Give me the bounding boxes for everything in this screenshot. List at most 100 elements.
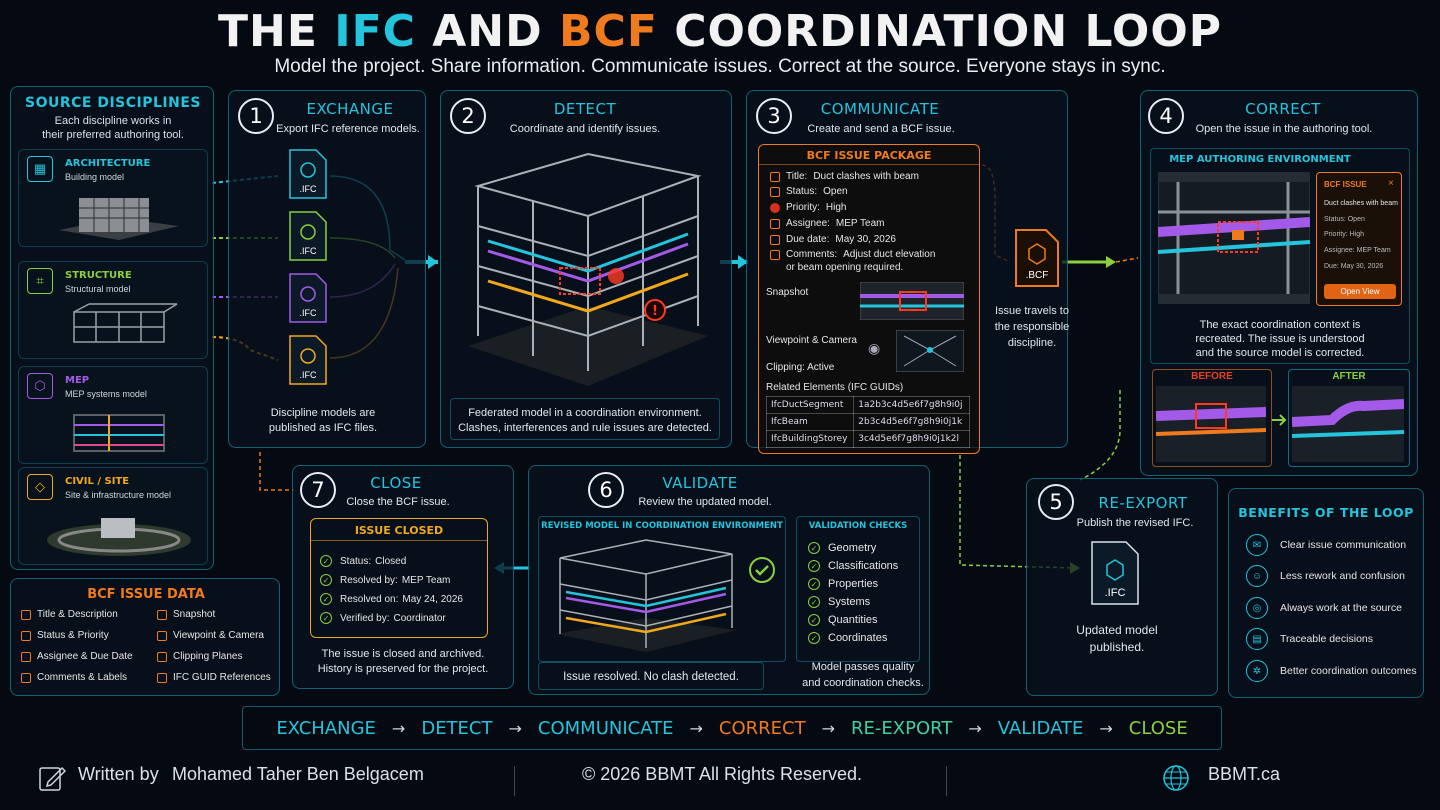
closed-row: ✓Resolved on:May 24, 2026 xyxy=(320,593,463,605)
globe-icon xyxy=(1163,765,1189,791)
validation-check: ✓Geometry xyxy=(808,542,876,554)
discipline-architecture[interactable]: ▦ ARCHITECTURE Building model xyxy=(18,149,208,247)
ifc-file-revised[interactable]: .IFC xyxy=(1090,540,1140,606)
website-link[interactable]: BBMT.ca xyxy=(1208,764,1281,784)
clipping-icon xyxy=(157,651,167,662)
discipline-name: STRUCTURE xyxy=(65,270,132,281)
step-number: 1 xyxy=(238,98,274,134)
issue-row: Assignee: MEP Team xyxy=(1324,247,1391,254)
file-icon xyxy=(289,211,327,261)
arrow-right-icon xyxy=(1272,414,1287,426)
bcf-file[interactable]: .BCF xyxy=(1014,228,1060,288)
benefit-item: ✲Better coordination outcomes xyxy=(1246,660,1417,682)
site-icon: ◇ xyxy=(27,474,53,500)
bcf-issue-data-panel: BCF ISSUE DATA Title & Description Statu… xyxy=(10,578,280,696)
discipline-civil-site[interactable]: ◇ CIVIL / SITE Site & infrastructure mod… xyxy=(18,467,208,565)
bcf-data-label: Title & Description xyxy=(37,609,118,620)
close-icon[interactable]: × xyxy=(1388,178,1394,189)
open-view-button[interactable]: Open View xyxy=(1324,284,1396,299)
ifc-file-structure[interactable]: .IFC xyxy=(288,210,328,262)
structure-icon: ⌗ xyxy=(27,268,53,294)
detect-caption-box xyxy=(450,398,720,440)
step-number: 6 xyxy=(588,472,624,508)
step-title: RE-EXPORT xyxy=(1098,494,1188,512)
step-subtitle: Coordinate and identify issues. xyxy=(509,123,661,135)
flag-icon xyxy=(21,630,31,641)
closed-row: ✓Status:Closed xyxy=(320,555,406,567)
step-caption: Federated model in a coordination enviro… xyxy=(468,407,702,419)
step-title: COMMUNICATE xyxy=(820,100,940,118)
arrow-right-icon: → xyxy=(508,718,522,738)
step-title: CLOSE xyxy=(370,474,422,492)
loop-flow-bar: EXCHANGE→ DETECT→ COMMUNICATE→ CORRECT→ … xyxy=(242,706,1222,750)
field-value: Adjust duct elevation xyxy=(843,249,936,260)
bcf-data-label: Snapshot xyxy=(173,609,216,620)
step-caption: Clashes, interferences and rule issues a… xyxy=(458,422,712,434)
benefit-item: ✉Clear issue communication xyxy=(1246,534,1406,556)
bcf-data-label: Comments & Labels xyxy=(37,672,128,683)
issue-closed-title: ISSUE CLOSED xyxy=(354,524,444,537)
step-subtitle: Publish the revised IFC. xyxy=(1076,517,1194,529)
authoring-viewport[interactable] xyxy=(1158,172,1310,304)
field-label: Status: xyxy=(786,186,818,197)
benefit-label: Always work at the source xyxy=(1280,602,1402,614)
clipping-label: Clipping: Active xyxy=(766,362,835,373)
validation-check: ✓Coordinates xyxy=(808,632,887,644)
snapshot-label: Snapshot xyxy=(766,287,809,298)
ifc-file-mep[interactable]: .IFC xyxy=(288,272,328,324)
issue-closed-box xyxy=(310,518,488,638)
step-subtitle: Review the updated model. xyxy=(638,496,772,508)
check-label: Systems xyxy=(828,596,871,608)
architecture-model-image xyxy=(59,198,179,240)
bcf-issue-panel[interactable] xyxy=(1316,172,1402,306)
bcf-field-status: Status:Open xyxy=(770,186,848,197)
step-caption: recreated. The issue is understood xyxy=(1195,333,1365,345)
step-caption: Updated model xyxy=(1076,623,1158,637)
validation-check: ✓Systems xyxy=(808,596,870,608)
env-title: MEP AUTHORING ENVIRONMENT xyxy=(1169,154,1351,165)
resolved-box xyxy=(538,662,764,690)
bcf-field-assignee: Assignee:MEP Team xyxy=(770,218,884,229)
file-icon xyxy=(289,273,327,323)
check-icon: ✓ xyxy=(808,578,820,590)
field-value: Duct clashes with beam xyxy=(813,171,919,182)
guid-type: IfcBuildingStorey xyxy=(765,430,855,448)
benefit-label: Clear issue communication xyxy=(1280,539,1407,551)
step-title: VALIDATE xyxy=(662,474,738,492)
team-icon: ☺ xyxy=(1246,565,1268,587)
snapshot-image[interactable] xyxy=(860,282,964,320)
benefit-label: Less rework and confusion xyxy=(1280,570,1405,582)
title-part: AND xyxy=(415,6,559,57)
discipline-structure[interactable]: ⌗ STRUCTURE Structural model xyxy=(18,261,208,359)
step-subtitle: Export IFC reference models. xyxy=(276,123,420,135)
revised-model-title: REVISED MODEL IN COORDINATION ENVIRONMEN… xyxy=(541,521,783,531)
check-icon: ✓ xyxy=(808,542,820,554)
validation-check: ✓Quantities xyxy=(808,614,878,626)
revised-model-image xyxy=(556,539,736,652)
discipline-name: ARCHITECTURE xyxy=(65,158,151,169)
discipline-mep[interactable]: ⬡ MEP MEP systems model xyxy=(18,366,208,464)
ifc-file-civil[interactable]: .IFC xyxy=(288,334,328,386)
check-icon: ✓ xyxy=(320,574,332,586)
field-value: MEP Team xyxy=(835,218,885,229)
discipline-desc: Structural model xyxy=(65,284,131,294)
ifc-file-architecture[interactable]: .IFC xyxy=(288,148,328,200)
viewpoint-diagram[interactable] xyxy=(896,330,964,372)
after-label: AFTER xyxy=(1332,371,1366,382)
title-ifc: IFC xyxy=(334,6,416,57)
bcf-data-item: IFC GUID References xyxy=(157,672,271,683)
arrow-right-icon: → xyxy=(391,718,406,738)
field-label: Title: xyxy=(786,171,808,182)
bcf-data-item: Title & Description xyxy=(21,609,118,620)
after-image xyxy=(1292,386,1404,462)
check-icon: ✓ xyxy=(808,632,820,644)
bcf-data-label: Assignee & Due Date xyxy=(37,651,133,662)
field-label: Priority: xyxy=(786,202,820,213)
source-desc-2: their preferred authoring tool. xyxy=(42,129,184,141)
flow-step: CORRECT xyxy=(718,717,806,739)
guid-type: IfcBeam xyxy=(765,413,855,431)
resolved-caption: Issue resolved. No clash detected. xyxy=(563,671,739,683)
file-label: .IFC xyxy=(299,246,317,256)
